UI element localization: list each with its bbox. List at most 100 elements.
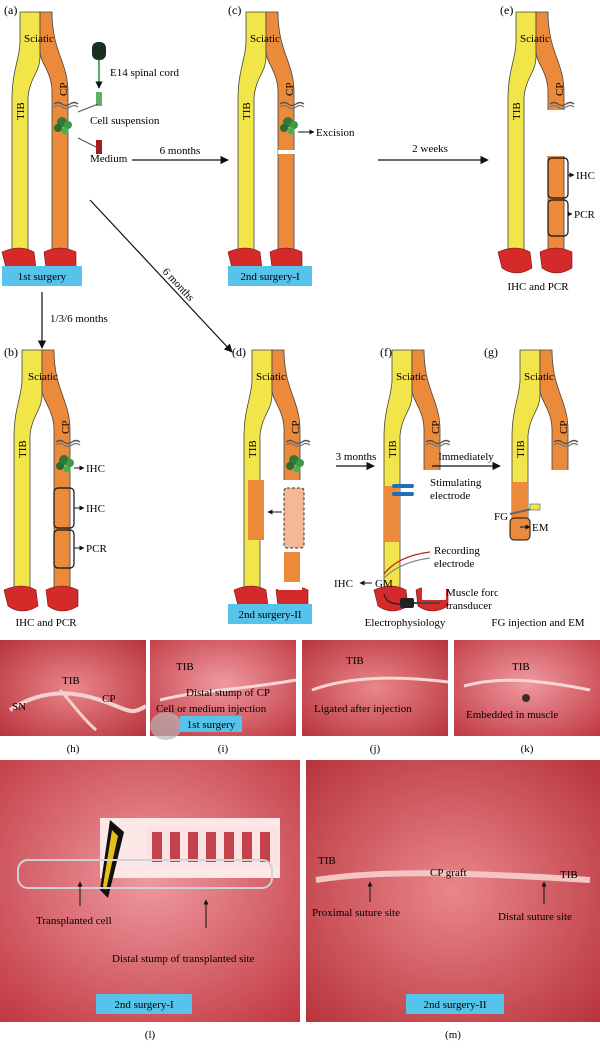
photo-m-surgery: 2nd surgery-II bbox=[423, 999, 486, 1011]
surgery-box-c bbox=[228, 266, 312, 286]
photo-m-proximal: Proximal suture site bbox=[312, 907, 400, 919]
photo-m-tib2: TIB bbox=[560, 869, 578, 881]
e14-spinal-cord-icon bbox=[92, 42, 106, 60]
muscle-force-transducer-icon bbox=[383, 593, 440, 608]
photo-l-stump: Distal stump of transplanted site bbox=[112, 953, 254, 965]
panel-label-k: (k) bbox=[521, 743, 534, 755]
recording-electrode-icon bbox=[383, 551, 431, 579]
label-transducer: transducer bbox=[446, 600, 492, 612]
photo-m-distal: Distal suture site bbox=[498, 911, 572, 923]
label-2nd-surgery-i: 2nd surgery-I bbox=[240, 271, 300, 283]
arrow-c-to-e: 2 weeks bbox=[378, 143, 489, 165]
photo-k: TIB Embedded in muscle bbox=[454, 640, 600, 736]
panel-c: (c) Sciatic TIB CP Excision 2nd surgery-… bbox=[227, 3, 355, 286]
caption-e: IHC and PCR bbox=[507, 281, 569, 293]
photo-k-tib: TIB bbox=[512, 661, 530, 673]
label-tib-c: TIB bbox=[241, 102, 253, 120]
label-electrode-stim: electrode bbox=[430, 490, 470, 502]
arrow-label-c-to-e: 2 weeks bbox=[412, 143, 448, 155]
arrow-label-d-to-f: 3 months bbox=[336, 451, 377, 463]
label-cp-d: CP bbox=[290, 421, 302, 434]
label-ihc1-b: IHC bbox=[86, 463, 105, 475]
label-cell-suspension: Cell suspension bbox=[90, 115, 160, 127]
cp-graft-shape bbox=[248, 480, 264, 540]
panel-label-f: (f) bbox=[380, 345, 392, 359]
label-cp-a: CP bbox=[58, 83, 70, 96]
photo-h-cp: CP bbox=[102, 693, 115, 705]
label-2nd-surgery-ii: 2nd surgery-II bbox=[238, 609, 301, 621]
label-tib-f: TIB bbox=[387, 440, 399, 458]
photo-h-tib: TIB bbox=[62, 675, 80, 687]
photo-m: TIB CP graft TIB Proximal suture site Di… bbox=[306, 760, 600, 1022]
label-tib-a: TIB bbox=[15, 102, 27, 120]
photo-j: TIB Ligated after injection bbox=[302, 640, 449, 736]
ruler-shape bbox=[146, 826, 278, 868]
medium-tube-icon bbox=[96, 140, 102, 154]
photo-h-sn: SN bbox=[12, 701, 26, 713]
caption-f: Electrophysiology bbox=[365, 617, 446, 629]
label-medium: Medium bbox=[90, 153, 128, 165]
label-sciatic-b: Sciatic bbox=[28, 371, 58, 383]
panel-e: (e) Sciatic TIB CP IHC PCR IHC and PCR bbox=[497, 3, 595, 293]
photo-i-surgery: 1st surgery bbox=[187, 719, 236, 731]
arrow-label-a-to-b: 1/3/6 months bbox=[50, 313, 108, 325]
label-cp-e: CP bbox=[554, 83, 566, 96]
photo-k-embedded: Embedded in muscle bbox=[466, 709, 558, 721]
panel-label-c: (c) bbox=[228, 3, 241, 17]
caption-b: IHC and PCR bbox=[15, 617, 77, 629]
label-recording: Recording bbox=[434, 545, 480, 557]
arrow-label-a-to-c: 6 months bbox=[160, 145, 201, 157]
arrow-d-to-f: 3 months bbox=[336, 451, 377, 471]
panel-b: (b) Sciatic TIB CP IHC IHC PCR IHC and P… bbox=[3, 345, 107, 629]
label-tib-b: TIB bbox=[17, 440, 29, 458]
em-section-shape bbox=[509, 517, 531, 541]
label-1st-surgery: 1st surgery bbox=[18, 271, 67, 283]
surgery-box-a bbox=[2, 266, 82, 286]
photo-l: Transplanted cell Distal stump of transp… bbox=[0, 760, 300, 1022]
label-e14: E14 spinal cord bbox=[110, 67, 180, 79]
panel-label-i: (i) bbox=[218, 743, 229, 755]
stimulating-electrode-icon bbox=[392, 484, 414, 496]
label-ihc-e: IHC bbox=[576, 170, 595, 182]
label-cp-b: CP bbox=[60, 421, 72, 434]
panel-label-g: (g) bbox=[484, 345, 498, 359]
label-sciatic-c: Sciatic bbox=[250, 33, 280, 45]
label-ihc-f: IHC bbox=[334, 578, 353, 590]
panel-label-d: (d) bbox=[232, 345, 246, 359]
label-tib-e: TIB bbox=[511, 102, 523, 120]
panel-a: (a) Sciatic TIB CP E14 spinal cord Cell … bbox=[1, 3, 180, 286]
label-cp-c: CP bbox=[284, 83, 296, 96]
caption-g: FG injection and EM bbox=[491, 617, 584, 629]
panel-label-l: (l) bbox=[145, 1029, 156, 1041]
label-pcr-e: PCR bbox=[574, 209, 595, 221]
label-electrode-rec: electrode bbox=[434, 558, 474, 570]
photo-l-surgery: 2nd surgery-I bbox=[114, 999, 174, 1011]
label-cp-g: CP bbox=[558, 421, 570, 434]
photo-l-cell: Transplanted cell bbox=[36, 915, 112, 927]
label-muscle-force: Muscle force bbox=[446, 587, 504, 599]
photo-i-injection: Cell or medium injection bbox=[156, 703, 267, 715]
label-cp-f: CP bbox=[430, 421, 442, 434]
label-sciatic-g: Sciatic bbox=[524, 371, 554, 383]
photo-j-tib: TIB bbox=[346, 655, 364, 667]
arrows-a: 6 months 6 months 1/3/6 months bbox=[37, 145, 233, 353]
label-sciatic-e: Sciatic bbox=[520, 33, 550, 45]
label-tib-d: TIB bbox=[247, 440, 259, 458]
photo-i-stump: Distal stump of CP bbox=[186, 687, 270, 699]
photo-h: TIB SN CP bbox=[0, 640, 148, 736]
cell-suspension-tube-icon bbox=[96, 92, 102, 106]
photo-m-graft: CP graft bbox=[430, 867, 467, 879]
arrow-f-to-g: Immediately bbox=[432, 451, 501, 471]
label-sciatic-a: Sciatic bbox=[24, 33, 54, 45]
photo-m-tib1: TIB bbox=[318, 855, 336, 867]
panel-label-b: (b) bbox=[4, 345, 18, 359]
arrow-label-f-to-g: Immediately bbox=[438, 451, 494, 463]
panel-g: (g) Sciatic TIB CP FG EM FG injection an… bbox=[484, 345, 585, 629]
panel-label-m: (m) bbox=[445, 1029, 461, 1041]
photo-i-tib: TIB bbox=[176, 661, 194, 673]
label-tib-g: TIB bbox=[515, 440, 527, 458]
surgery-box-d bbox=[228, 604, 312, 624]
photo-j-ligated: Ligated after injection bbox=[314, 703, 412, 715]
panel-d: (d) Sciatic TIB CP 2nd surgery-II bbox=[228, 345, 312, 624]
